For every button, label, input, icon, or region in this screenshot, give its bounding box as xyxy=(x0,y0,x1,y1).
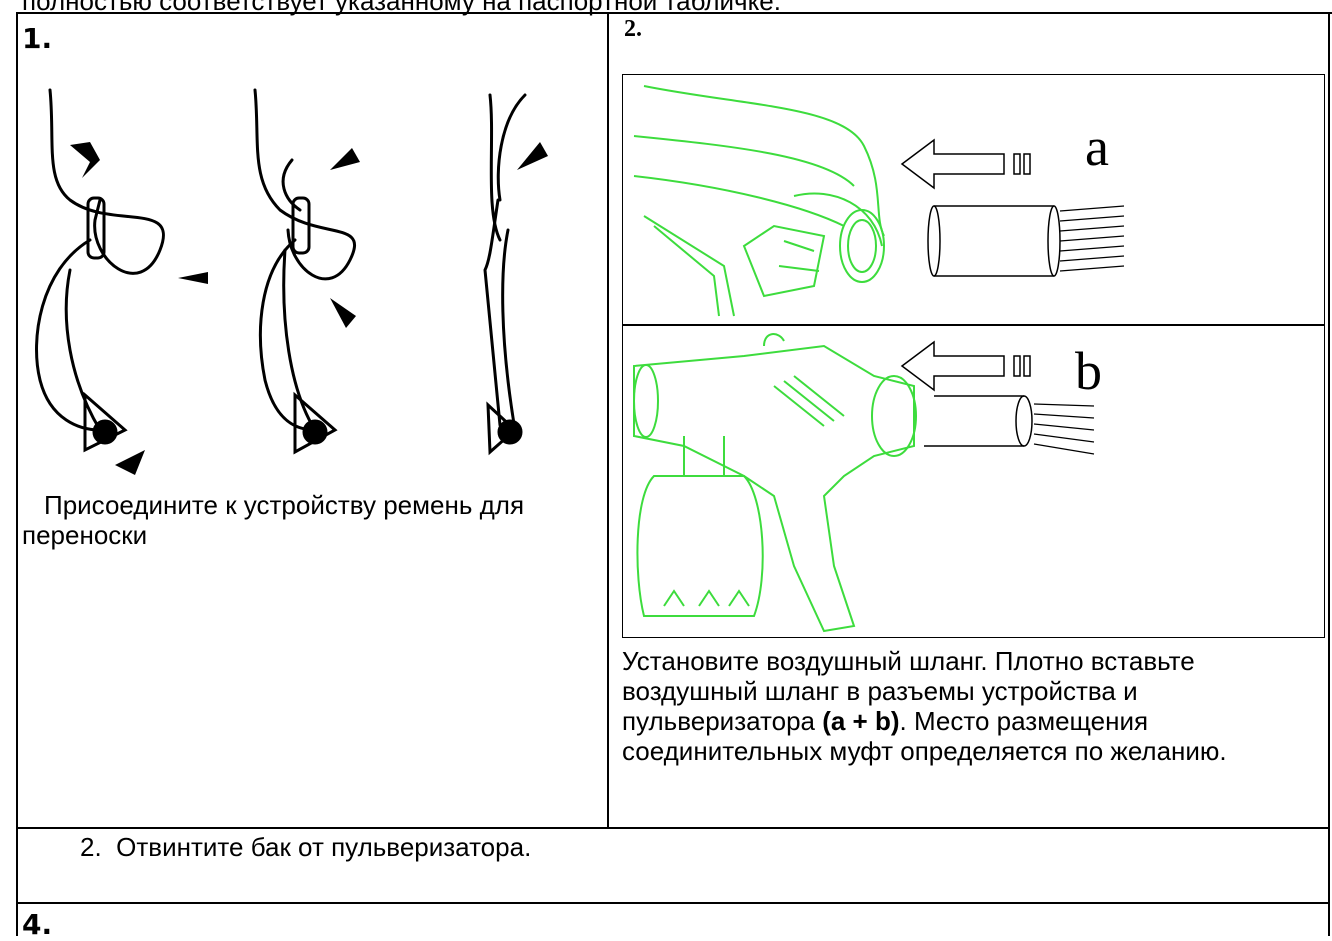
cell1-caption: Присоедините к устройству ремень для пер… xyxy=(22,490,592,550)
spray-gun-illustration xyxy=(624,326,1324,636)
cell2-caption: Установите воздушный шланг. Плотно встав… xyxy=(622,646,1322,766)
column-divider xyxy=(607,12,609,828)
table-border-right xyxy=(1328,12,1330,936)
cell2-caption-bold: (a + b) xyxy=(822,706,899,736)
row-divider-1 xyxy=(16,827,1330,829)
device-connector-illustration xyxy=(624,76,1324,324)
label-b: b xyxy=(1075,340,1102,402)
step2-text: Отвинтите бак от пульверизатора. xyxy=(116,832,531,862)
step2-row: 2. Отвинтите бак от пульверизатора. xyxy=(80,832,531,862)
table-border-top xyxy=(16,12,1332,14)
table-border-left xyxy=(16,12,18,936)
cell2-number: 2. xyxy=(624,16,642,43)
step2-number: 2. xyxy=(80,832,102,862)
cell1-number: 1. xyxy=(22,22,52,55)
strap-illustration xyxy=(30,80,590,490)
cell4-number: 4. xyxy=(22,908,52,941)
row-divider-2 xyxy=(16,902,1330,904)
label-a: a xyxy=(1085,116,1109,178)
